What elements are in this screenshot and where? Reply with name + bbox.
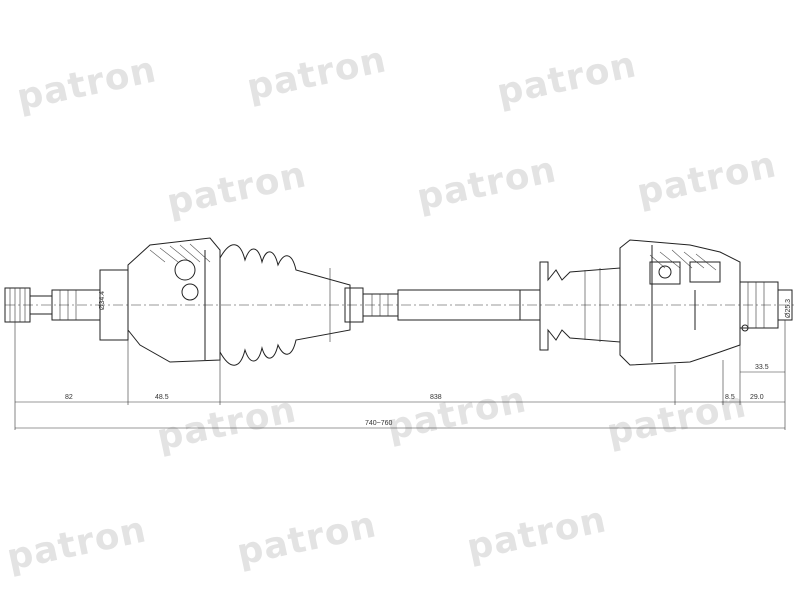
- right-cv-joint: [619, 239, 741, 366]
- left-diameter-label: Ø34.4: [99, 291, 106, 310]
- dim-right-offset: 33.5: [755, 364, 769, 371]
- dim-total-length: 740~760: [365, 420, 393, 427]
- watermark: patron: [493, 44, 640, 114]
- dim-right-small-1: 8.5: [725, 394, 735, 401]
- watermark: patron: [463, 499, 610, 569]
- watermark: patron: [163, 154, 310, 224]
- dimension-row-segments: 82 48.5 838 8.5 29.0: [15, 394, 785, 403]
- right-boot: [519, 261, 621, 351]
- dimension-right-offset: 33.5: [740, 364, 785, 373]
- dim-right-small-2: 29.0: [750, 394, 764, 401]
- watermark-layer: patron patron patron patron patron patro…: [3, 39, 780, 579]
- watermark: patron: [3, 509, 150, 579]
- watermark: patron: [243, 39, 390, 109]
- watermark: patron: [153, 389, 300, 459]
- dimension-total: 740~760: [15, 420, 785, 429]
- dim-seg-center: 838: [430, 394, 442, 401]
- extension-lines: [14, 320, 786, 430]
- dim-seg-mid-left: 48.5: [155, 394, 169, 401]
- watermark: patron: [383, 379, 530, 449]
- right-spline-end: Ø25.3: [739, 281, 793, 332]
- watermark: patron: [633, 144, 780, 214]
- right-diameter-label: Ø25.3: [785, 299, 792, 318]
- watermark: patron: [233, 504, 380, 574]
- watermark: patron: [413, 149, 560, 219]
- dim-seg-left: 82: [65, 394, 73, 401]
- left-cv-joint: [127, 237, 221, 363]
- watermark: patron: [13, 49, 160, 119]
